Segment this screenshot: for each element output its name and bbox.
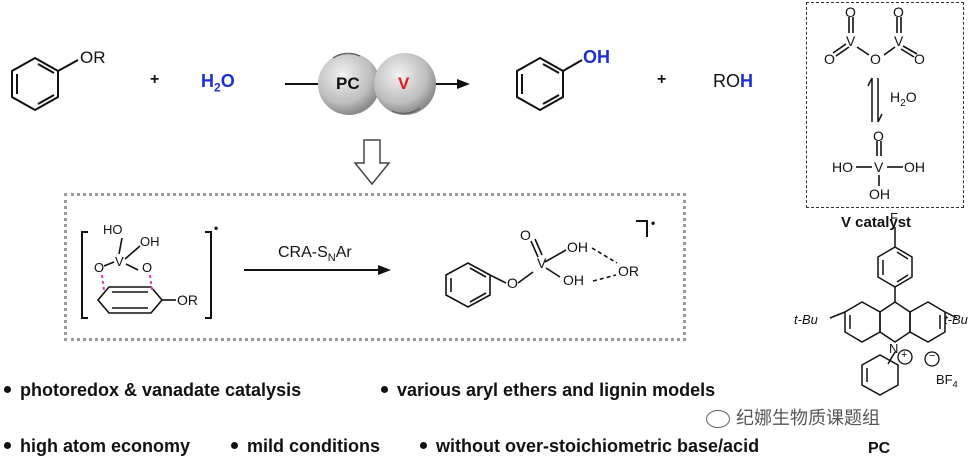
pc-caption: PC	[868, 440, 891, 457]
bullet-text: without over-stoichiometric base/acid	[436, 436, 760, 456]
cycle-arrow-bottom	[391, 107, 421, 115]
pc-plus-charge: +	[901, 349, 908, 361]
mech-left-o1: O	[94, 260, 105, 275]
pc-minus-charge: −	[929, 350, 936, 362]
v-catalyst-box	[806, 2, 964, 208]
bullet-mild: mild conditions	[231, 436, 380, 457]
byproduct-alcohol: ROH	[713, 71, 753, 91]
water-reagent: H2O	[201, 71, 235, 95]
v-side-o-left: O	[824, 51, 835, 67]
bullet-scope: various aryl ethers and lignin models	[381, 380, 715, 401]
mech-right-o-top: O	[520, 227, 531, 243]
mech-right-or: OR	[618, 263, 639, 279]
pc-tbu-right: t-Bu	[944, 312, 968, 327]
v-top-v-right: V	[894, 33, 904, 49]
bullet-dot	[4, 441, 11, 449]
pc-nitrogen: N	[889, 341, 899, 356]
mech-left-v: V	[115, 254, 124, 269]
vanadic-oh-down: OH	[869, 186, 890, 202]
v-top-o-left: O	[845, 4, 856, 20]
equilibrium-water: H2O	[890, 89, 917, 109]
v-side-o-right: O	[914, 51, 925, 67]
hollow-down-arrow	[353, 139, 391, 186]
cycle-arrow-top	[332, 52, 361, 59]
bullet-text: mild conditions	[247, 436, 380, 456]
mech-right-o-left: O	[507, 275, 518, 291]
mechanism-arrow-head	[378, 265, 391, 275]
main-arrow-head	[457, 79, 470, 89]
vanadic-acid-bonds	[856, 141, 903, 186]
plus-sign-2: +	[657, 71, 667, 88]
vanadic-ho-left: HO	[832, 159, 853, 175]
minus-circle	[924, 351, 940, 367]
pc-sphere	[318, 53, 380, 115]
mech-left-or: OR	[177, 292, 198, 308]
vanadic-v: V	[874, 159, 884, 175]
pc-counterion: BF4	[936, 372, 958, 390]
vanadic-o-top: O	[873, 128, 884, 144]
right-radical-bracket	[636, 220, 648, 237]
bullet-text: photoredox & vanadate catalysis	[20, 380, 302, 400]
mech-right-oh1: OH	[567, 239, 588, 255]
v-sphere-label: V	[398, 74, 410, 93]
mechanism-box	[64, 193, 686, 341]
bullet-no-base: without over-stoichiometric base/acid	[420, 436, 759, 457]
pink-interaction-dashes	[101, 274, 153, 291]
bullet-text: various aryl ethers and lignin models	[397, 380, 716, 400]
mech-arrow-label: CRA-SNAr	[278, 244, 352, 265]
right-product-bonds	[445, 238, 618, 308]
substrate-or-label: OR	[80, 48, 106, 67]
pc-sphere-label: PC	[336, 74, 360, 93]
mech-left-oh: OH	[140, 234, 160, 249]
bullet-photoredox: photoredox & vanadate catalysis	[4, 380, 301, 401]
v-catalyst-caption: V catalyst	[841, 214, 912, 231]
bullet-dot	[381, 385, 388, 393]
watermark: 纪娜生物质课题组	[706, 404, 880, 430]
plus-sign-1: +	[150, 71, 160, 88]
v-top-o-right: O	[893, 4, 904, 20]
left-intermediate-bracket	[81, 231, 212, 319]
v-top-v-left: V	[846, 33, 856, 49]
watermark-text: 纪娜生物质课题组	[736, 408, 880, 429]
v-sphere	[374, 53, 436, 115]
divanadate-bonds	[832, 17, 918, 58]
bullet-dot	[231, 441, 238, 449]
mech-radical-dot-right: •	[651, 216, 656, 230]
bullet-dot	[420, 441, 427, 449]
mech-right-v: V	[537, 255, 547, 271]
pc-tbu-left: t-Bu	[794, 312, 818, 327]
wechat-icon	[706, 410, 730, 429]
phenol-benzene-ring	[516, 56, 583, 112]
bullet-atom-economy: high atom economy	[4, 436, 190, 457]
mech-radical-dot-left: •	[214, 221, 219, 235]
pc-acridinium-bonds	[829, 227, 958, 396]
mech-left-o2: O	[142, 260, 153, 275]
v-bridge-o: O	[870, 51, 881, 67]
vanadic-oh-right: OH	[904, 159, 925, 175]
n-plus-circle	[897, 349, 913, 365]
pc-fluorine: F	[890, 210, 898, 225]
mech-right-oh2: OH	[563, 272, 584, 288]
bullet-text: high atom economy	[20, 436, 191, 456]
mech-left-ho: HO	[103, 222, 123, 237]
equilibrium-arrows	[867, 77, 883, 123]
substrate-benzene-ring	[11, 56, 79, 112]
phenol-oh-label: OH	[583, 47, 610, 67]
bullet-dot	[4, 385, 11, 393]
